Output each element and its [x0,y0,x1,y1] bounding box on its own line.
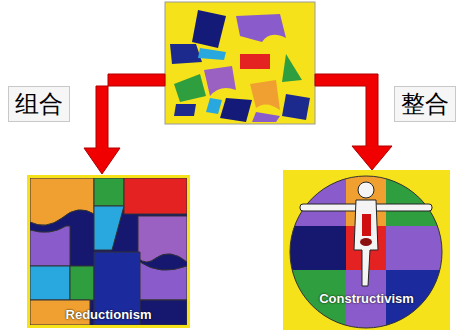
body-circle-picture [283,170,450,330]
picture-panel: Constructivism [283,170,450,330]
caption-text: Reductionism [27,307,190,322]
label-text: 整合 [401,90,449,118]
scattered-pieces [165,2,315,124]
mosaic-picture [27,175,190,328]
caption-text: Constructivism [283,291,450,306]
label-box: 组合 [8,86,70,122]
label-box: 整合 [394,86,456,122]
picture-panel: Reductionism [27,175,190,328]
label-text: 组合 [15,90,63,118]
human-figure [300,182,432,286]
red-arrow [84,74,165,174]
red-arrow [315,74,392,170]
